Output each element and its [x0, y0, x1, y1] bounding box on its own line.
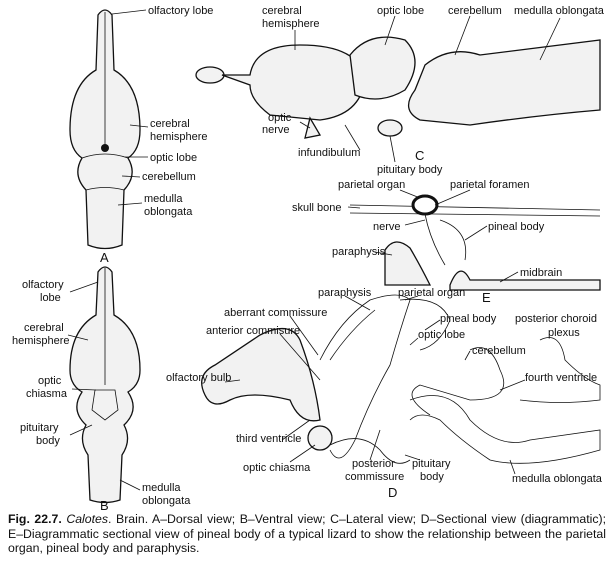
sectional-view-drawing	[201, 294, 601, 464]
label-third-ventricle: third ventricle	[236, 433, 301, 445]
pineal-section-drawing	[349, 194, 601, 291]
label-pituitary: pituitary	[20, 422, 59, 434]
genus-name: Calotes	[66, 512, 109, 526]
label-anterior-commisure: anterior commisure	[206, 325, 300, 337]
label-medulla: medulla	[144, 193, 183, 205]
label-paraphysis: paraphysis	[332, 246, 386, 258]
figure-caption: Fig. 22.7. Calotes. Brain. A–Dorsal view…	[8, 512, 606, 556]
label-optic-chiasma: optic chiasma	[243, 462, 311, 474]
label-body: body	[420, 471, 444, 483]
label-body: body	[36, 435, 60, 447]
label-oblongata: oblongata	[144, 206, 193, 218]
label-optic-lobe: optic lobe	[377, 5, 424, 17]
label-pituitary: pituitary body	[377, 164, 443, 176]
label-cerebral: cerebral	[24, 322, 64, 334]
label-hemisphere: hemisphere	[150, 131, 207, 143]
label-cerebellum: cerebellum	[472, 345, 526, 357]
label-cerebellum: cerebellum	[448, 5, 502, 17]
view-letter-d: D	[388, 485, 397, 500]
label-cerebral: cerebral	[262, 5, 302, 17]
label-parietal-organ: parietal organ	[398, 287, 465, 299]
label-chiasma: chiasma	[26, 388, 68, 400]
label-lobe: lobe	[40, 292, 61, 304]
label-fourth-ventricle: fourth ventricle	[525, 372, 597, 384]
ventral-view-drawing	[69, 266, 141, 504]
figure-number: Fig. 22.7.	[8, 512, 62, 526]
label-parietal-foramen: parietal foramen	[450, 179, 530, 191]
label-parietal-organ: parietal organ	[338, 179, 405, 191]
label-paraphysis: paraphysis	[318, 287, 372, 299]
label-olfactory: olfactory	[22, 279, 64, 291]
label-cerebellum: cerebellum	[142, 171, 196, 183]
label-midbrain: midbrain	[520, 267, 562, 279]
label-olfactory-bulb: olfactory bulb	[166, 372, 231, 384]
label-pineal-body: pineal body	[440, 313, 497, 325]
label-posterior: posterior	[352, 458, 395, 470]
label-nerve: nerve	[373, 221, 401, 233]
view-letter-e: E	[482, 290, 491, 305]
view-letter-a: A	[100, 250, 109, 265]
label-commissure: commissure	[345, 471, 404, 483]
brain-diagram: olfactory lobe cerebral hemisphere optic…	[12, 5, 605, 513]
label-optic: optic	[268, 112, 292, 124]
label-hemisphere: hemisphere	[12, 335, 69, 347]
label-hemisphere: hemisphere	[262, 18, 319, 30]
label-aberrant-commissure: aberrant commissure	[224, 307, 327, 319]
label-posterior-choroid: posterior choroid	[515, 313, 597, 325]
view-letter-c: C	[415, 148, 424, 163]
label-medulla: medulla oblongata	[514, 5, 605, 17]
label-medulla-oblongata: medulla oblongata	[512, 473, 603, 485]
label-nerve: nerve	[262, 124, 290, 136]
view-letter-b: B	[100, 498, 109, 512]
dorsal-view-drawing	[69, 9, 141, 250]
label-pituitary: pituitary	[412, 458, 451, 470]
label-oblongata: oblongata	[142, 495, 191, 507]
label-cerebral: cerebral	[150, 118, 190, 130]
label-plexus: plexus	[548, 327, 580, 339]
label-optic-lobe: optic lobe	[150, 152, 197, 164]
lateral-view-drawing	[195, 36, 601, 139]
label-skull-bone: skull bone	[292, 202, 342, 214]
label-medulla: medulla	[142, 482, 181, 494]
label-optic-lobe: optic lobe	[418, 329, 465, 341]
label-pineal-body: pineal body	[488, 221, 545, 233]
label-olfactory-lobe: olfactory lobe	[148, 5, 213, 17]
label-optic: optic	[38, 375, 62, 387]
caption-text: . Brain. A–Dorsal view; B–Ventral view; …	[8, 512, 607, 555]
label-infundibulum: infundibulum	[298, 147, 360, 159]
